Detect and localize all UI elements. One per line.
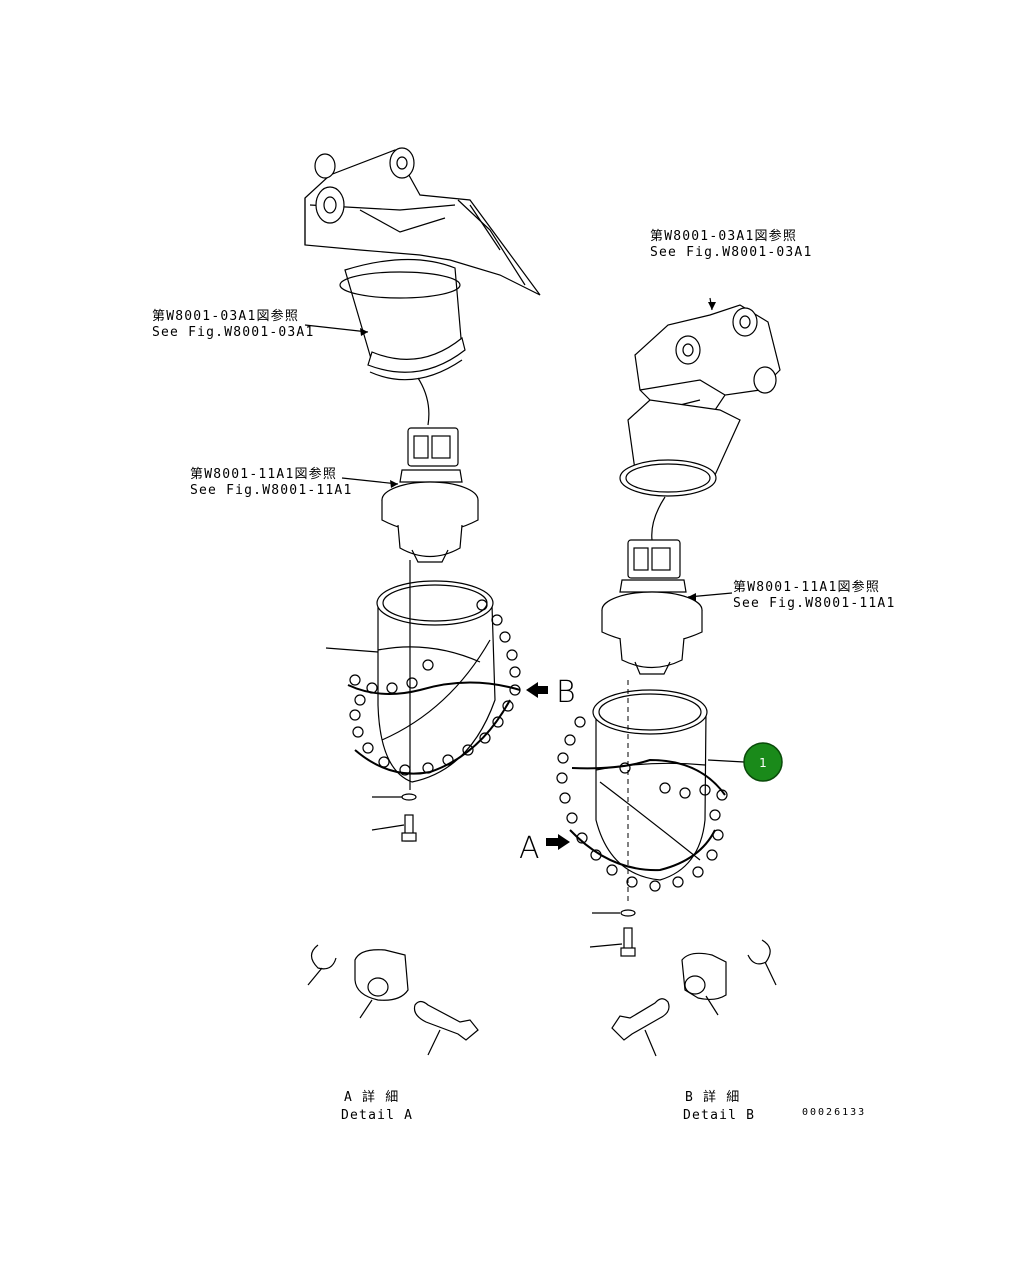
detail-b-title-en: Detail B — [683, 1108, 755, 1123]
right-drum — [569, 689, 726, 881]
left-swing-motor — [381, 427, 479, 563]
detail-a-title-en: Detail A — [341, 1108, 413, 1123]
ref-left-mid-en: See Fig.W8001-11A1 — [190, 483, 352, 498]
left-upper-tube — [339, 258, 466, 381]
view-a-arrow — [546, 834, 570, 850]
right-hose — [651, 496, 666, 541]
left-washer-bolt — [371, 793, 417, 842]
view-a-label: A — [519, 831, 540, 866]
ref-left-mid-jp: 第W8001-11A1図参照 — [190, 466, 337, 482]
detail-b-parts — [611, 939, 777, 1057]
right-swing-motor — [601, 539, 703, 675]
ref-left-top-en: See Fig.W8001-03A1 — [152, 325, 314, 340]
view-b-label: B — [556, 675, 576, 710]
callout-1-number: 1 — [759, 756, 767, 770]
right-teeth — [556, 716, 728, 892]
ref-right-top-jp: 第W8001-03A1図参照 — [650, 228, 797, 244]
detail-b-title-jp: B 詳 細 — [685, 1089, 740, 1105]
ref-left-top-jp: 第W8001-03A1図参照 — [152, 308, 299, 324]
callout-1[interactable]: 1 — [743, 742, 783, 782]
ref-right-mid-en: See Fig.W8001-11A1 — [733, 596, 895, 611]
detail-a-title-jp: A 詳 細 — [344, 1089, 399, 1105]
ref-right-top-en: See Fig.W8001-03A1 — [650, 245, 812, 260]
right-boom-bracket — [634, 304, 781, 426]
callout-1-circle — [743, 742, 783, 782]
left-teeth — [349, 599, 521, 776]
left-drum — [347, 580, 521, 783]
left-boom-bracket — [304, 147, 541, 296]
view-b-arrow — [526, 682, 548, 698]
left-hose — [417, 377, 430, 426]
drawing-number: 00026133 — [802, 1107, 866, 1118]
detail-a-parts — [307, 944, 479, 1056]
right-upper-tube — [619, 399, 741, 497]
ref-right-mid-jp: 第W8001-11A1図参照 — [733, 579, 880, 595]
right-washer-bolt — [589, 909, 636, 957]
